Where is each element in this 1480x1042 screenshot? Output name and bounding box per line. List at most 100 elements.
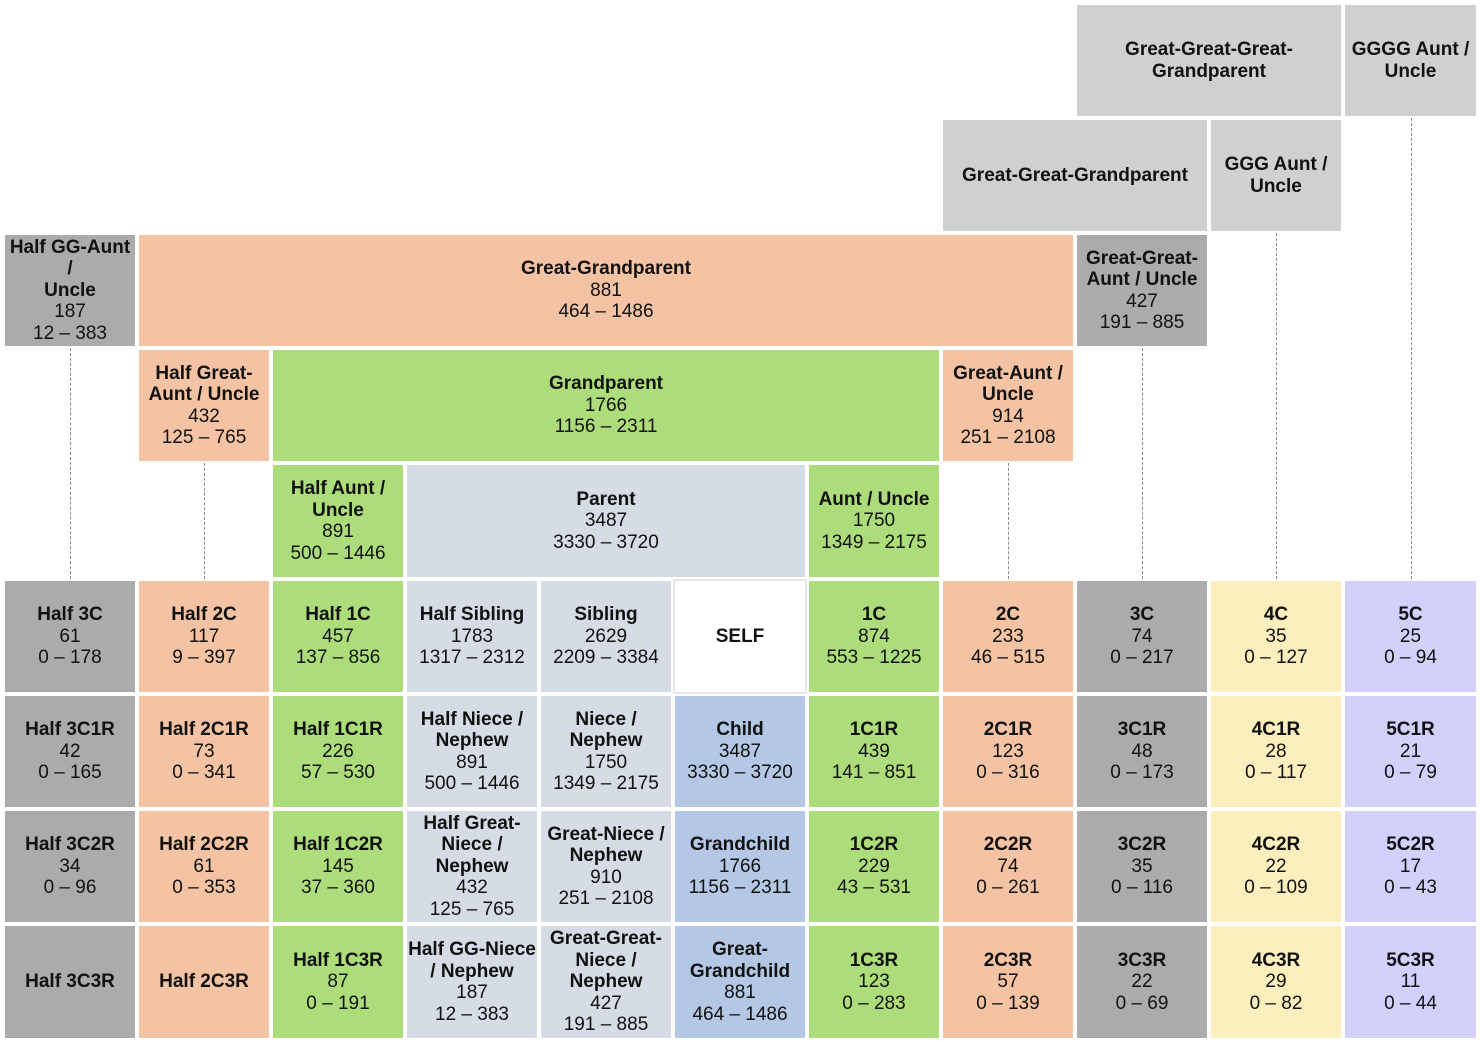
cell-range: 191 – 885 bbox=[563, 1014, 649, 1036]
cell-title: 4C bbox=[1263, 604, 1289, 626]
cell-title: 3C3R bbox=[1117, 949, 1167, 971]
cell-count: 34 bbox=[59, 855, 81, 877]
cell-count: 61 bbox=[59, 625, 81, 647]
cell-count: 1766 bbox=[584, 394, 628, 416]
cell-count: 1750 bbox=[852, 510, 896, 532]
cell-title: Great-Great- Aunt / Uncle bbox=[1086, 247, 1198, 291]
cell-title: 2C3R bbox=[983, 949, 1033, 971]
cell-title: Half Great- Niece / Nephew bbox=[423, 812, 521, 877]
cell-title: 1C bbox=[861, 604, 887, 626]
cell-range: 1317 – 2312 bbox=[419, 647, 525, 669]
cell-title: SELF bbox=[715, 625, 765, 647]
cell-range: 251 – 2108 bbox=[558, 888, 654, 909]
cell-range: 0 – 96 bbox=[43, 877, 97, 899]
cell-count: 123 bbox=[992, 740, 1024, 762]
cell-count: 21 bbox=[1399, 740, 1422, 762]
cell-range: 12 – 383 bbox=[33, 322, 107, 344]
cell-range: 0 – 165 bbox=[38, 762, 102, 784]
cell-title: Half GG-Niece / Nephew bbox=[408, 939, 536, 982]
cell-range: 0 – 173 bbox=[1110, 762, 1174, 784]
cell-count: 233 bbox=[992, 625, 1024, 647]
cell-title: Parent bbox=[576, 488, 636, 510]
cell-great-great-great-grandparent: Great-Great-Great- Grandparent bbox=[1075, 3, 1343, 118]
cell-title: 5C2R bbox=[1386, 834, 1435, 856]
cell-count: 1783 bbox=[450, 625, 494, 647]
cell-count: 22 bbox=[1265, 855, 1287, 877]
cell-title: Great- Grandchild bbox=[689, 939, 791, 982]
cell-count: 35 bbox=[1265, 625, 1287, 647]
cell-title: Half 1C3R bbox=[293, 949, 383, 971]
cell-title: Half 2C3R bbox=[159, 971, 249, 993]
cell-title: Aunt / Uncle bbox=[818, 488, 930, 510]
cell-count: 226 bbox=[322, 740, 354, 762]
cell-range: 137 – 856 bbox=[295, 647, 381, 669]
cell-count: 1750 bbox=[584, 751, 628, 773]
cell-ggg-aunt-uncle: GGG Aunt / Uncle bbox=[1209, 118, 1343, 233]
cell-range: 553 – 1225 bbox=[826, 647, 922, 669]
cell-count: 22 bbox=[1131, 971, 1153, 993]
cell-range: 191 – 885 bbox=[1099, 312, 1185, 333]
cell-count: 432 bbox=[188, 405, 220, 427]
cell-half-3c3r: Half 3C3R bbox=[3, 924, 137, 1040]
cell-title: Half 1C2R bbox=[293, 834, 383, 856]
cell-range: 2209 – 3384 bbox=[553, 647, 659, 669]
connector-line bbox=[1008, 463, 1009, 579]
cell-range: 251 – 2108 bbox=[960, 427, 1056, 448]
cell-range: 141 – 851 bbox=[831, 762, 917, 784]
cell-range: 46 – 515 bbox=[971, 647, 1045, 669]
cell-range: 0 – 353 bbox=[172, 877, 236, 899]
cell-range: 0 – 139 bbox=[976, 992, 1040, 1014]
cell-count: 3487 bbox=[584, 510, 628, 532]
cell-title: 2C bbox=[995, 604, 1021, 626]
cell-title: 3C2R bbox=[1117, 834, 1167, 856]
cell-range: 1156 – 2311 bbox=[688, 877, 792, 899]
cell-range: 0 – 341 bbox=[172, 762, 236, 784]
cell-title: Half 3C3R bbox=[25, 971, 115, 993]
cell-count: 117 bbox=[188, 625, 220, 647]
cell-count: 61 bbox=[193, 855, 215, 877]
cell-range: 0 – 316 bbox=[976, 762, 1040, 784]
cell-count: 2629 bbox=[584, 625, 628, 647]
cell-title: Niece / Nephew bbox=[569, 708, 643, 752]
cell-range: 0 – 82 bbox=[1249, 992, 1303, 1014]
cell-title: GGG Aunt / Uncle bbox=[1224, 154, 1328, 197]
cell-count: 17 bbox=[1399, 855, 1422, 877]
cell-range: 500 – 1446 bbox=[290, 542, 386, 564]
cell-title: Great-Great-Great- Grandparent bbox=[1125, 39, 1293, 82]
cell-count: 427 bbox=[590, 992, 622, 1014]
cell-self: SELF bbox=[673, 579, 807, 694]
cell-range: 9 – 397 bbox=[172, 647, 236, 669]
cell-title: Half 2C bbox=[171, 604, 237, 626]
connector-line bbox=[1411, 118, 1412, 579]
cell-count: 145 bbox=[322, 855, 354, 877]
cell-count: 881 bbox=[724, 982, 756, 1003]
cell-title: 3C bbox=[1129, 604, 1155, 626]
cell-range: 57 – 530 bbox=[301, 762, 375, 784]
cell-title: 5C bbox=[1398, 604, 1423, 626]
